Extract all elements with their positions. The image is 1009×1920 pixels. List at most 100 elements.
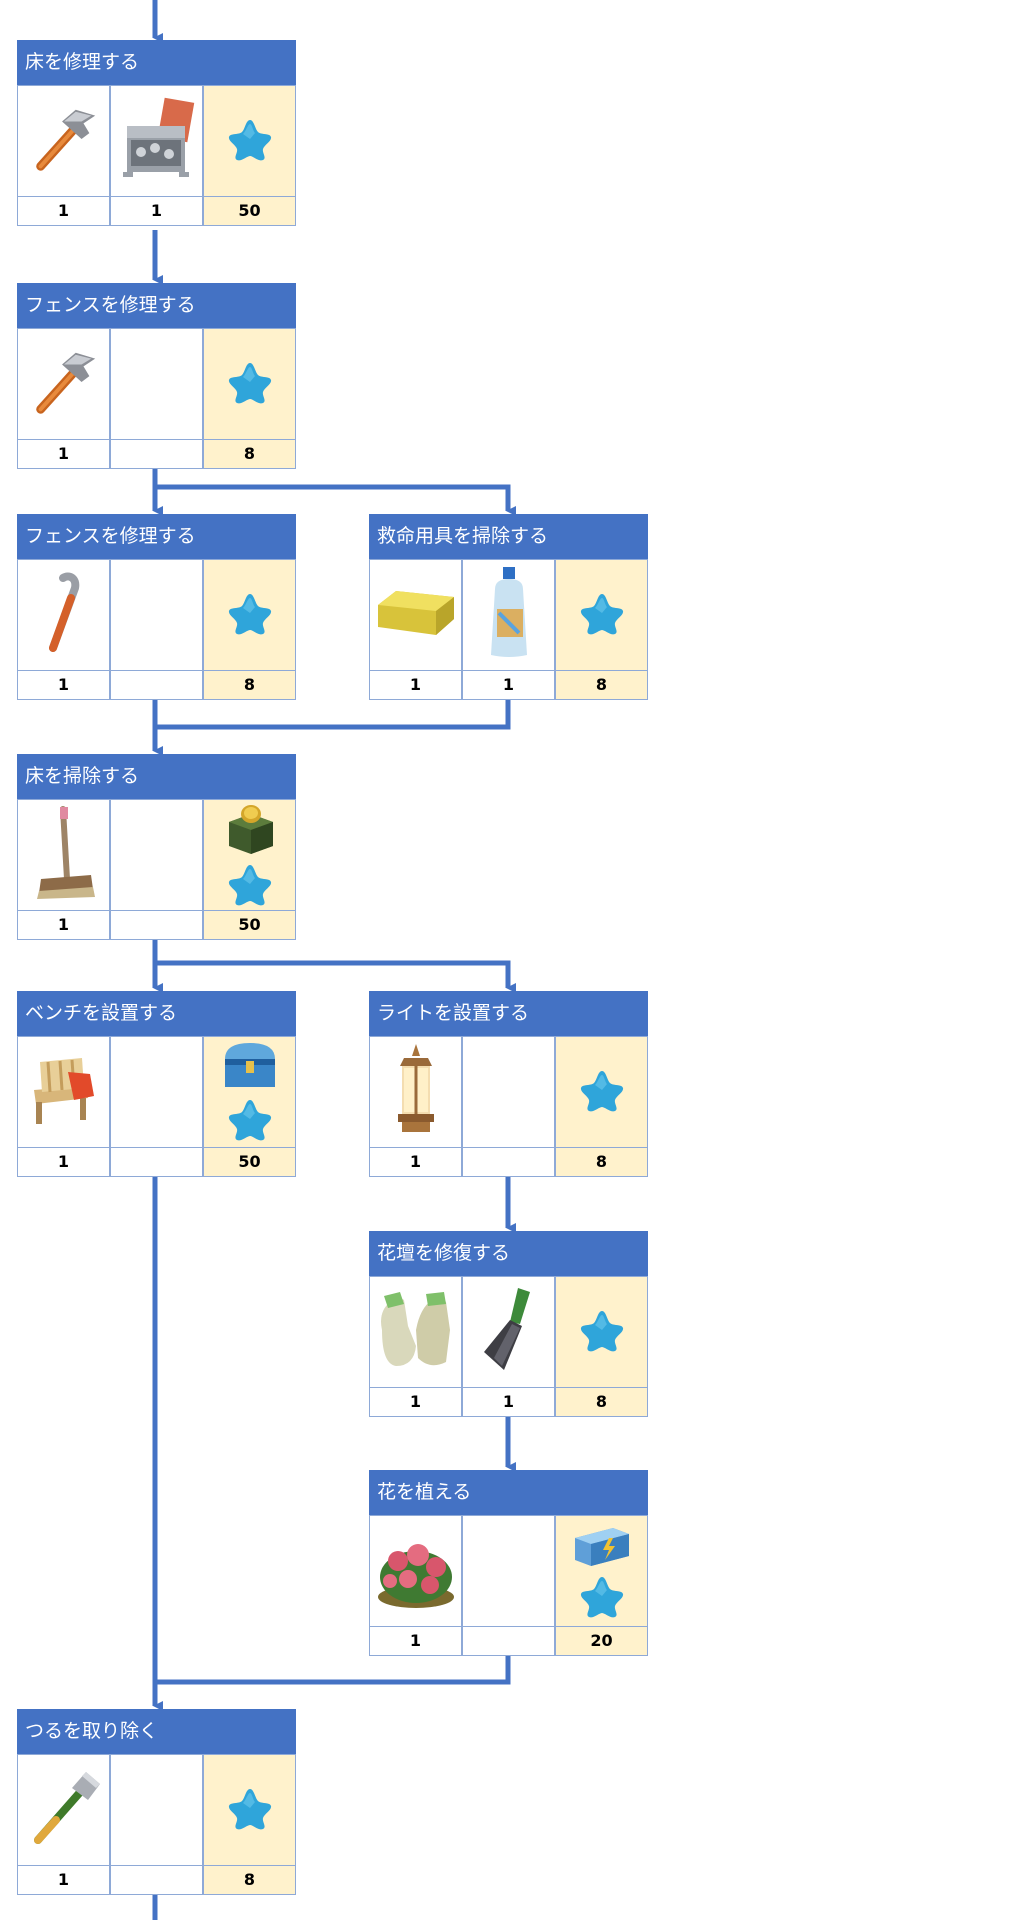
reward-cell [555,1276,648,1388]
star-icon [579,1574,625,1622]
item-count [110,1865,203,1895]
task-title: 花壇を修復する [369,1231,648,1276]
star-icon [227,1097,273,1145]
item-count: 1 [17,670,110,700]
task-card-remove-vines: つるを取り除く 1 8 [17,1709,296,1898]
task-title: つるを取り除く [17,1709,296,1754]
item-count [110,910,203,940]
broom-icon [29,805,99,905]
item-count [462,1147,555,1177]
empty-item-cell [110,328,203,440]
star-icon [579,1308,625,1356]
hammer-icon [25,343,103,425]
task-title: 救命用具を掃除する [369,514,648,559]
connector [155,484,516,516]
required-item-cell [369,1276,462,1388]
reward-value: 50 [203,1147,296,1177]
star-icon [227,591,273,639]
empty-item-cell [462,1036,555,1148]
reward-cell [555,1036,648,1148]
item-count: 1 [369,1147,462,1177]
star-icon [227,1786,273,1834]
empty-item-cell [110,1754,203,1866]
item-count: 1 [17,439,110,469]
reward-cell [203,559,296,671]
empty-item-cell [462,1515,555,1627]
reward-value: 8 [555,1387,648,1417]
axe-icon [24,1766,104,1854]
reward-cell [203,799,296,911]
required-item-cell [369,559,462,671]
task-title: 床を修理する [17,40,296,85]
star-icon [227,117,273,165]
task-card-clean-floor: 床を掃除する 1 50 [17,754,296,943]
blue-chest-icon [219,1039,281,1097]
lantern-icon [386,1042,446,1142]
item-count [110,670,203,700]
item-count: 1 [369,1387,462,1417]
star-icon [579,1068,625,1116]
item-count [462,1626,555,1656]
required-item-cell [110,85,203,197]
sponge-icon [374,583,458,647]
bench-icon [24,1050,104,1134]
flower-bush-icon [372,1527,460,1615]
required-item-cell [17,85,110,197]
task-title: 床を掃除する [17,754,296,799]
gloves-icon [374,1286,458,1378]
hammer-icon [25,100,103,182]
star-icon [579,591,625,639]
empty-item-cell [110,799,203,911]
coin-box-icon [221,800,279,862]
item-count: 1 [17,1865,110,1895]
required-item-cell [17,1036,110,1148]
connector [155,699,511,730]
reward-cell [203,328,296,440]
task-title: フェンスを修理する [17,514,296,559]
task-title: 花を植える [369,1470,648,1515]
reward-value: 8 [555,670,648,700]
reward-value: 50 [203,910,296,940]
reward-cell [555,559,648,671]
required-item-cell [17,1754,110,1866]
item-count: 1 [110,196,203,226]
item-count: 1 [462,670,555,700]
required-item-cell [17,328,110,440]
reward-cell [203,1754,296,1866]
item-count: 1 [17,1147,110,1177]
item-count: 1 [369,670,462,700]
reward-value: 8 [203,1865,296,1895]
task-card-install-bench: ベンチを設置する 1 50 [17,991,296,1180]
required-item-cell [462,1276,555,1388]
reward-value: 8 [555,1147,648,1177]
item-count: 1 [369,1626,462,1656]
item-count: 1 [17,196,110,226]
item-count [110,439,203,469]
required-item-cell [17,799,110,911]
star-icon [227,862,273,910]
detergent-bottle-icon [481,565,537,665]
energy-case-icon [571,1520,633,1574]
item-count [110,1147,203,1177]
reward-value: 8 [203,670,296,700]
reward-value: 20 [555,1626,648,1656]
required-item-cell [17,559,110,671]
trowel-icon [474,1282,544,1382]
task-title: フェンスを修理する [17,283,296,328]
required-item-cell [369,1515,462,1627]
required-item-cell [462,559,555,671]
empty-item-cell [110,559,203,671]
task-title: ベンチを設置する [17,991,296,1036]
reward-cell [203,85,296,197]
toolbox-icon [117,96,197,186]
item-count: 1 [17,910,110,940]
task-card-fix-fence-2: フェンスを修理する 1 8 [17,514,296,703]
star-icon [227,360,273,408]
required-item-cell [369,1036,462,1148]
